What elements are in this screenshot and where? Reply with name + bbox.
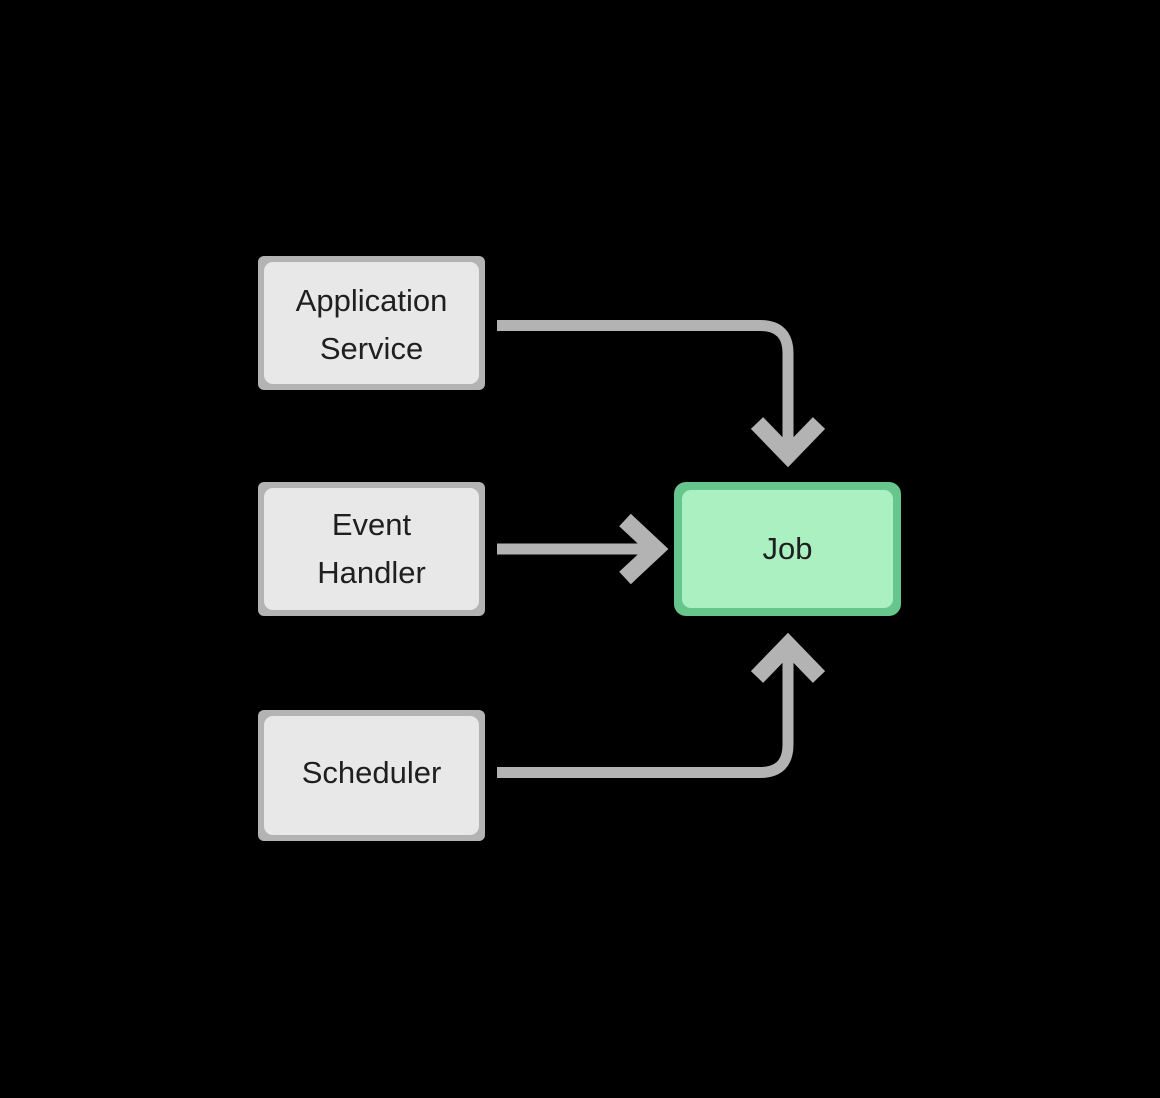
node-event-handler-label-line-2: Handler — [317, 555, 426, 590]
node-job[interactable]: Job — [674, 482, 901, 616]
node-application-service[interactable]: Application Service — [258, 256, 485, 390]
node-event-handler-body — [264, 488, 479, 610]
edge-event-handler-to-job — [497, 513, 669, 585]
node-scheduler-label-line-1: Scheduler — [302, 755, 442, 790]
edge-event-handler-to-job-arrowhead — [619, 513, 669, 585]
node-application-service-body — [264, 262, 479, 384]
node-application-service-label-line-2: Service — [320, 331, 423, 366]
edge-application-service-to-job — [497, 320, 826, 468]
edge-application-service-to-job-line — [497, 320, 794, 448]
node-scheduler-body — [264, 716, 479, 835]
node-job-body — [682, 490, 893, 608]
node-job-label: Job — [763, 531, 813, 566]
node-scheduler[interactable]: Scheduler — [258, 710, 485, 841]
edge-application-service-to-job-arrowhead — [750, 417, 826, 468]
edge-scheduler-to-job — [497, 632, 826, 778]
edge-scheduler-to-job-line — [497, 652, 794, 778]
node-event-handler[interactable]: Event Handler — [258, 482, 485, 616]
node-event-handler-label-line-1: Event — [332, 507, 412, 542]
node-application-service-label-line-1: Application — [296, 283, 448, 318]
edge-scheduler-to-job-arrowhead — [750, 632, 826, 683]
